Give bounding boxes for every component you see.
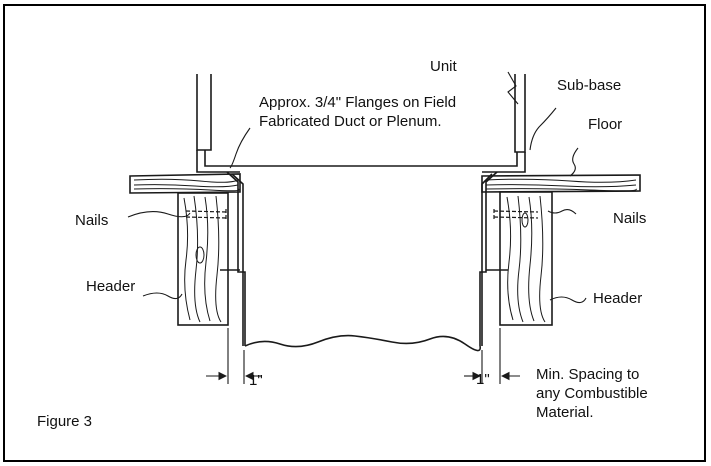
unit-wall-left (196, 74, 240, 173)
header-right (499, 191, 553, 326)
figure-caption: Figure 3 (37, 413, 93, 430)
leader-unit (507, 71, 519, 105)
spacing-dimension-left (206, 328, 262, 384)
leader-header-right (549, 296, 587, 304)
label-floor: Floor (588, 116, 623, 133)
label-nails-left: Nails (75, 212, 109, 229)
figure-frame (3, 4, 706, 462)
label-sub-base: Sub-base (557, 77, 622, 94)
floor-board-left (129, 173, 241, 194)
label-min-spacing-line1: Min. Spacing to (536, 366, 640, 383)
nail-right (493, 209, 539, 221)
duct-wall-right (479, 171, 508, 346)
label-header-right: Header (593, 290, 643, 307)
leader-sub-base (529, 107, 557, 151)
floor-board-right (481, 174, 641, 193)
unit-wall-right (482, 74, 526, 173)
label-spacing-right: 1" (476, 371, 490, 388)
nail-left (185, 209, 227, 221)
duct-wall-left (220, 171, 246, 346)
leader-floor (569, 147, 579, 177)
spacing-dimension-right (464, 328, 520, 384)
label-unit: Unit (430, 58, 457, 75)
leader-flanges (229, 127, 251, 169)
label-spacing-left: 1" (249, 372, 263, 389)
label-min-spacing-line3: Material. (536, 404, 594, 421)
leader-nails-left (127, 211, 191, 218)
label-flanges-line2: Fabricated Duct or Plenum. (259, 113, 442, 130)
label-flanges-line1: Approx. 3/4" Flanges on Field (259, 94, 457, 111)
label-header-left: Header (86, 278, 136, 295)
duct-break-line (244, 334, 481, 352)
header-left (177, 192, 229, 326)
label-min-spacing-line2: any Combustible (536, 385, 648, 402)
leader-header-left (142, 292, 183, 300)
leader-nails-right (547, 208, 577, 215)
label-nails-right: Nails (613, 210, 647, 227)
